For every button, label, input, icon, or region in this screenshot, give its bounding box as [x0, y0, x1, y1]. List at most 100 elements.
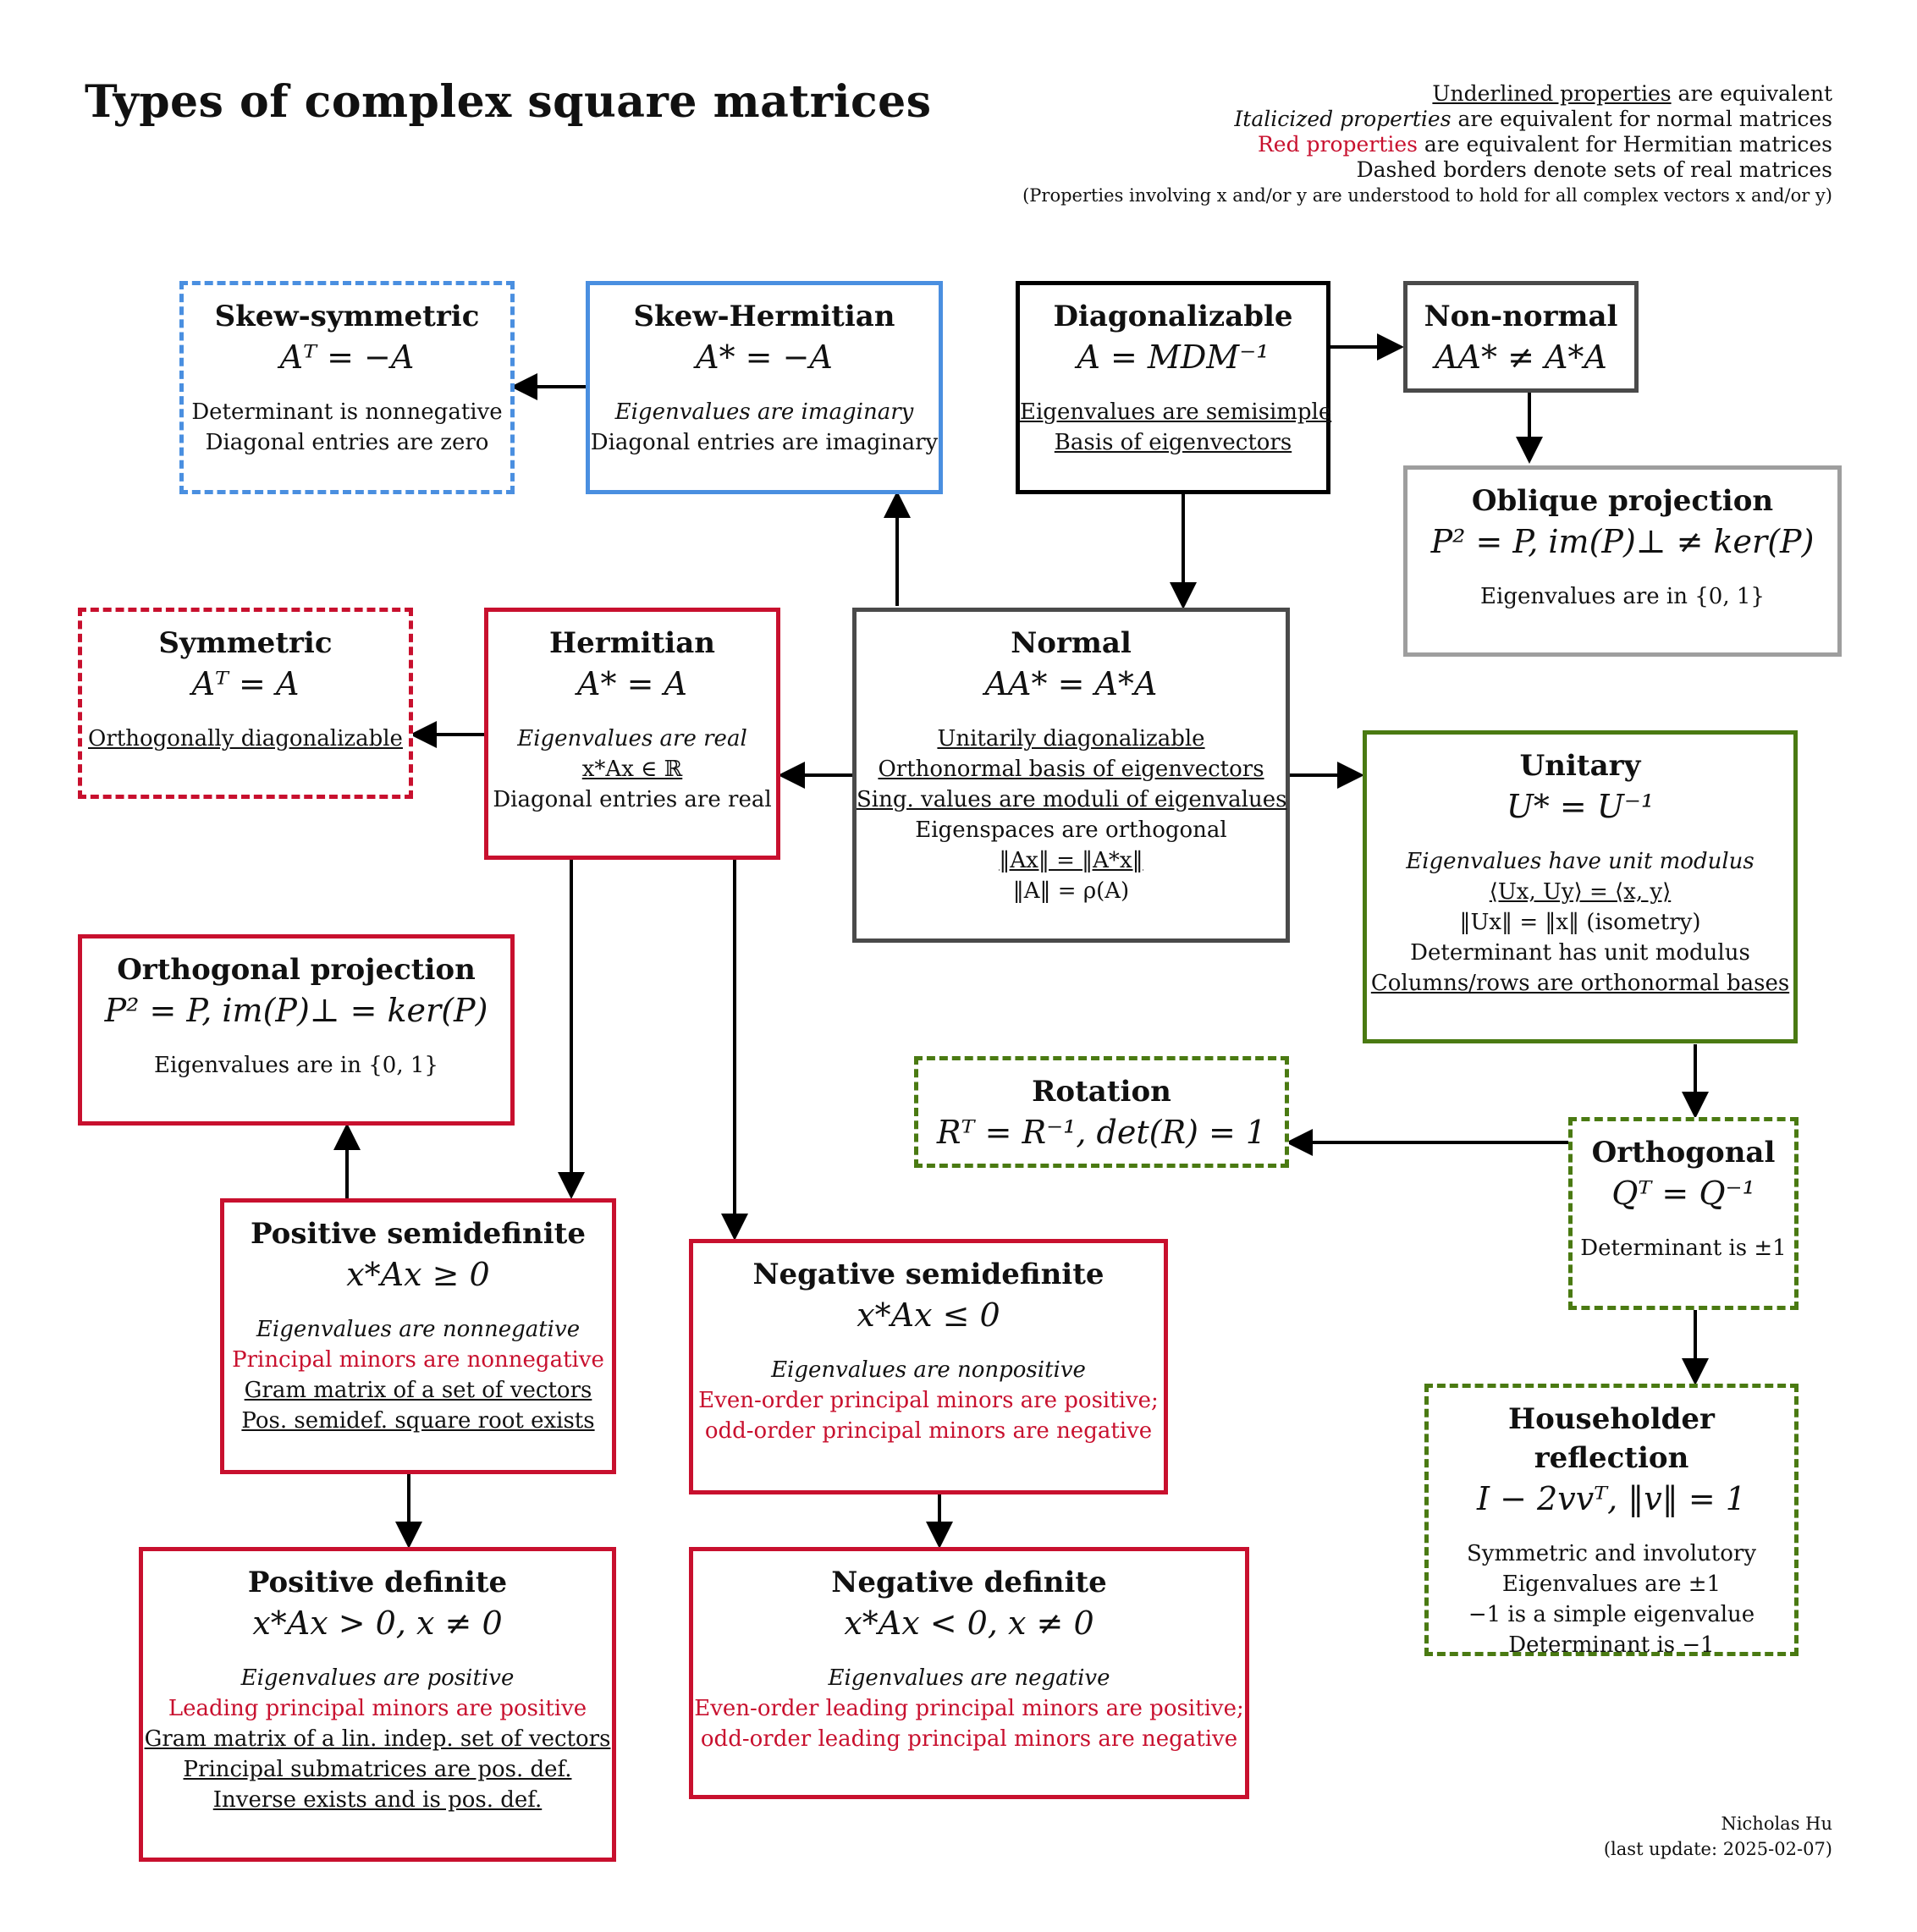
box-property: ‖Ax‖ = ‖A*x‖	[999, 848, 1143, 873]
box-formula: A* = −A	[696, 339, 833, 376]
box-property: Pos. semidef. square root exists	[241, 1408, 595, 1434]
box-property: Determinant has unit modulus	[1410, 940, 1750, 966]
box-title: Skew-symmetric	[214, 300, 480, 333]
box-property: Leading principal minors are positive	[168, 1696, 587, 1721]
legend-underlined-key: Underlined properties	[1432, 81, 1672, 106]
box-title: Householder reflection	[1508, 1402, 1715, 1475]
box-property: Symmetric and involutory	[1466, 1541, 1757, 1566]
box-property: −1 is a simple eigenvalue	[1468, 1602, 1755, 1627]
legend-underlined: Underlined properties are equivalent	[817, 81, 1832, 107]
legend-red-text: are equivalent for Hermitian matrices	[1417, 132, 1832, 157]
box-title: Rotation	[1032, 1075, 1171, 1109]
box-property: Principal submatrices are pos. def.	[183, 1757, 572, 1782]
box-property: ⟨Ux, Uy⟩ = ⟨x, y⟩	[1489, 879, 1672, 905]
box-property: Eigenvalues are nonnegative	[256, 1317, 581, 1342]
box-property: Basis of eigenvectors	[1054, 430, 1292, 455]
box-title: Negative definite	[831, 1566, 1107, 1599]
box-property: Even-order leading principal minors are …	[694, 1696, 1244, 1721]
box-property: odd-order leading principal minors are n…	[700, 1726, 1238, 1752]
box-formula: Aᵀ = A	[191, 665, 300, 702]
box-property: Determinant is nonnegative	[191, 399, 503, 425]
box-property: Eigenvalues are imaginary	[614, 399, 914, 425]
legend-underlined-text: are equivalent	[1671, 81, 1832, 106]
box-title: Diagonalizable	[1053, 300, 1293, 333]
box-property: Inverse exists and is pos. def.	[212, 1787, 543, 1813]
legend-red-key: Red properties	[1257, 132, 1418, 157]
box-property: Diagonal entries are zero	[205, 430, 489, 455]
legend-italic-key: Italicized properties	[1234, 107, 1452, 131]
box-property: odd-order principal minors are negative	[704, 1418, 1153, 1444]
box-property: Even-order principal minors are positive…	[698, 1388, 1159, 1413]
box-diagonalizable: Diagonalizable A = MDM⁻¹ Eigenvalues are s…	[1016, 281, 1332, 494]
legend-dashed: Dashed borders denote sets of real matri…	[1356, 157, 1832, 182]
box-property: Unitarily diagonalizable	[937, 726, 1205, 751]
box-title: Orthogonal	[1591, 1136, 1776, 1170]
box-formula: x*Ax ≤ 0	[857, 1296, 1000, 1334]
box-property: ‖A‖ = ρ(A)	[1012, 878, 1130, 904]
box-title: Positive semidefinite	[251, 1217, 586, 1251]
box-property: Gram matrix of a lin. indep. set of vect…	[144, 1726, 611, 1752]
box-property: Orthonormal basis of eigenvectors	[878, 757, 1264, 782]
box-title: Normal	[1011, 626, 1132, 660]
box-symmetric: Symmetric Aᵀ = A Orthogonally diagonalizab…	[78, 608, 413, 799]
box-title: Skew-Hermitian	[633, 300, 895, 333]
box-title: Negative semidefinite	[752, 1258, 1104, 1291]
box-formula: x*Ax < 0, x ≠ 0	[844, 1604, 1094, 1642]
box-property: Eigenvalues are real	[517, 726, 747, 751]
box-skew-symmetric: Skew-symmetric Aᵀ = −A Determinant is nonn…	[179, 281, 515, 494]
box-property: Determinant is ±1	[1580, 1236, 1787, 1261]
box-property: Eigenvalues have unit modulus	[1406, 849, 1754, 874]
box-formula: x*Ax > 0, x ≠ 0	[252, 1604, 503, 1642]
box-formula: Aᵀ = −A	[279, 339, 415, 376]
box-property: Eigenvalues are in {0, 1}	[1480, 584, 1765, 609]
box-property: Determinant is −1	[1508, 1632, 1715, 1658]
box-property: Diagonal entries are imaginary	[590, 430, 939, 455]
box-positive-semidefinite: Positive semidefinite x*Ax ≥ 0 Eigenvalues…	[220, 1198, 616, 1474]
legend: Underlined properties are equivalent Ita…	[817, 81, 1832, 208]
legend-red: Red properties are equivalent for Hermit…	[817, 132, 1832, 157]
box-property: Eigenvalues are ±1	[1501, 1571, 1721, 1597]
box-unitary: Unitary U* = U⁻¹ Eigenvalues have unit mod…	[1363, 730, 1798, 1043]
box-formula: I − 2vvᵀ, ‖v‖ = 1	[1477, 1480, 1746, 1517]
box-formula: AA* ≠ A*A	[1435, 339, 1607, 376]
box-property: Diagonal entries are real	[493, 787, 772, 812]
box-title: Unitary	[1519, 749, 1641, 783]
credit: Nicholas Hu (last update: 2025-02-07)	[1604, 1811, 1832, 1862]
box-rotation: Rotation Rᵀ = R⁻¹, det(R) = 1	[914, 1056, 1289, 1168]
box-property: Orthogonally diagonalizable	[88, 726, 403, 751]
box-formula: P² = P, im(P)⊥ = ker(P)	[104, 992, 488, 1029]
box-formula: A* = A	[577, 665, 687, 702]
box-householder-reflection: Householder reflection I − 2vvᵀ, ‖v‖ = 1 S…	[1424, 1384, 1799, 1658]
box-property: x*Ax ∈ ℝ	[581, 757, 683, 782]
box-property: Sing. values are moduli of eigenvalues	[857, 787, 1287, 812]
box-property: ‖Ux‖ = ‖x‖ (isometry)	[1459, 910, 1701, 935]
box-property: Eigenspaces are orthogonal	[915, 817, 1227, 843]
box-property: Eigenvalues are in {0, 1}	[154, 1053, 438, 1078]
credit-author: Nicholas Hu	[1721, 1814, 1832, 1834]
credit-update: (last update: 2025-02-07)	[1603, 1839, 1832, 1859]
box-title: Oblique projection	[1471, 484, 1774, 518]
box-formula: A = MDM⁻¹	[1077, 339, 1270, 376]
legend-italic: Italicized properties are equivalent for…	[817, 107, 1832, 132]
box-property: Columns/rows are orthonormal bases	[1370, 971, 1790, 996]
box-formula: x*Ax ≥ 0	[346, 1256, 490, 1293]
box-title: Symmetric	[158, 626, 333, 660]
box-title: Non-normal	[1424, 300, 1618, 333]
box-formula: U* = U⁻¹	[1506, 788, 1655, 825]
box-formula: AA* = A*A	[984, 665, 1158, 702]
legend-italic-text: are equivalent for normal matrices	[1451, 107, 1832, 131]
box-property: Gram matrix of a set of vectors	[244, 1378, 592, 1403]
box-property: Eigenvalues are semisimple	[1020, 399, 1332, 425]
page-title: Types of complex square matrices	[85, 76, 932, 128]
box-formula: Rᵀ = R⁻¹, det(R) = 1	[936, 1114, 1267, 1151]
legend-note: (Properties involving x and/or y are und…	[1022, 185, 1832, 206]
